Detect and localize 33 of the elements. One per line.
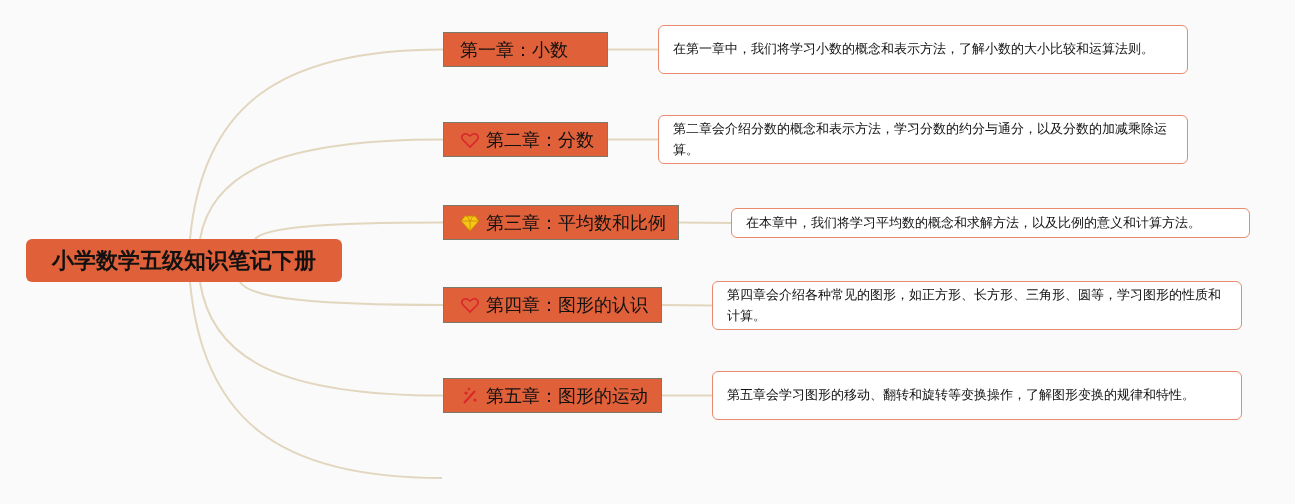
branch-line xyxy=(189,281,443,479)
description-text: 第四章会介绍各种常见的图形，如正方形、长方形、三角形、圆等，学习图形的性质和计算。 xyxy=(727,285,1222,325)
branch-line xyxy=(678,221,732,224)
description-box xyxy=(658,115,1188,164)
chapter-title: 第一章：小数 xyxy=(460,37,568,62)
chapter-box xyxy=(443,122,608,157)
description-box xyxy=(658,25,1188,74)
description-text: 第二章会介绍分数的概念和表示方法，学习分数的约分与通分，以及分数的加减乘除运算。 xyxy=(673,119,1168,159)
branch-line xyxy=(239,281,444,306)
chapter-title: 第二章：分数 xyxy=(486,127,594,152)
branch-line xyxy=(661,304,713,307)
branch-line xyxy=(607,138,659,141)
branch-line xyxy=(189,48,444,240)
chapter-box xyxy=(443,32,608,67)
chapter-box xyxy=(443,378,662,413)
chapter-box xyxy=(443,205,679,240)
description-box xyxy=(731,208,1250,238)
description-text: 在本章中，我们将学习平均数的概念和求解方法，以及比例的意义和计算方法。 xyxy=(746,213,1201,232)
description-box xyxy=(712,281,1242,330)
branch-line xyxy=(607,48,659,51)
description-text: 在第一章中，我们将学习小数的概念和表示方法，了解小数的大小比较和运算法则。 xyxy=(673,40,1154,59)
chapter-title: 第三章：平均数和比例 xyxy=(486,210,666,235)
branch-line xyxy=(199,138,444,240)
branch-line xyxy=(199,281,444,397)
chapter-title: 第五章：图形的运动 xyxy=(486,383,648,408)
branch-line xyxy=(254,221,444,240)
central-topic xyxy=(26,239,342,282)
branch-line xyxy=(661,394,713,397)
chapter-box xyxy=(443,287,662,323)
topic-title: 小学数学五级知识笔记下册 xyxy=(52,246,316,275)
chapter-title: 第四章：图形的认识 xyxy=(486,293,648,317)
description-text: 第五章会学习图形的移动、翻转和旋转等变换操作，了解图形变换的规律和特性。 xyxy=(727,386,1195,405)
description-box xyxy=(712,371,1242,420)
